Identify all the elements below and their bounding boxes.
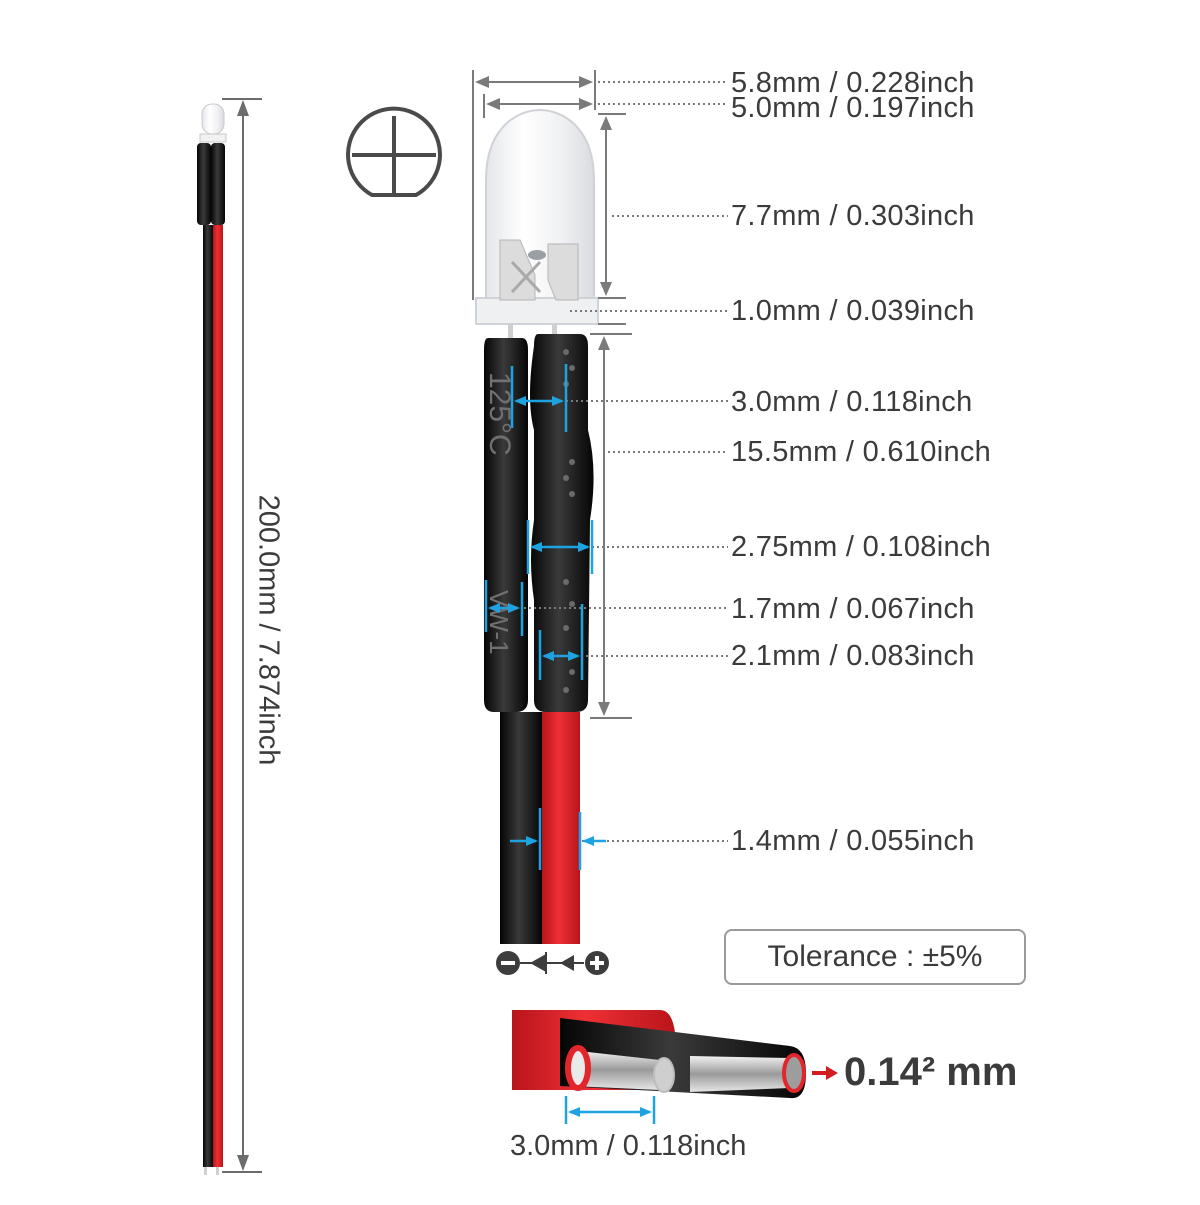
dimension-wire-diameter: 1.4mm / 0.055inch — [731, 825, 975, 857]
heat-shrink-sleeves: 125°C VW-1 — [483, 334, 594, 712]
total-length-dimension — [222, 98, 262, 1173]
tolerance-label: Tolerance : ±5% — [767, 940, 983, 973]
dimension-lines — [472, 70, 728, 842]
top-view-symbol — [346, 106, 442, 197]
dimension-strand-spacing: 3.0mm / 0.118inch — [510, 1130, 747, 1162]
polarity-symbol — [496, 951, 609, 975]
dimension-total-length: 200.0mm / 7.874inch — [252, 494, 285, 766]
dimension-sleeve-outer: 2.75mm / 0.108inch — [731, 531, 992, 563]
led-wires — [500, 712, 580, 944]
dimension-sleeve-mid: 2.1mm / 0.083inch — [731, 640, 975, 672]
sleeve-rating-print: VW-1 — [484, 590, 514, 655]
dimension-sleeve-length: 15.5mm / 0.610inch — [731, 436, 992, 468]
full-length-led — [197, 103, 227, 1175]
sleeve-temperature-print: 125°C — [483, 372, 516, 456]
cross-section-area: 0.14² mm — [844, 1050, 1018, 1094]
dimension-lens-height: 7.7mm / 0.303inch — [731, 200, 975, 232]
dimension-sleeve-gap: 3.0mm / 0.118inch — [731, 386, 973, 418]
blue-callouts — [484, 364, 606, 870]
cable-cutaway — [512, 1010, 838, 1124]
dimension-rim-height: 1.0mm / 0.039inch — [731, 295, 975, 327]
dimension-sleeve-inner: 1.7mm / 0.067inch — [731, 593, 975, 625]
tolerance-box: Tolerance : ±5% — [724, 929, 1026, 985]
dimension-lens-rim: 5.8mm / 0.228inch — [731, 67, 975, 99]
led-lens — [475, 108, 599, 338]
dimension-lens-diameter: 5.0mm / 0.197inch — [731, 92, 975, 124]
